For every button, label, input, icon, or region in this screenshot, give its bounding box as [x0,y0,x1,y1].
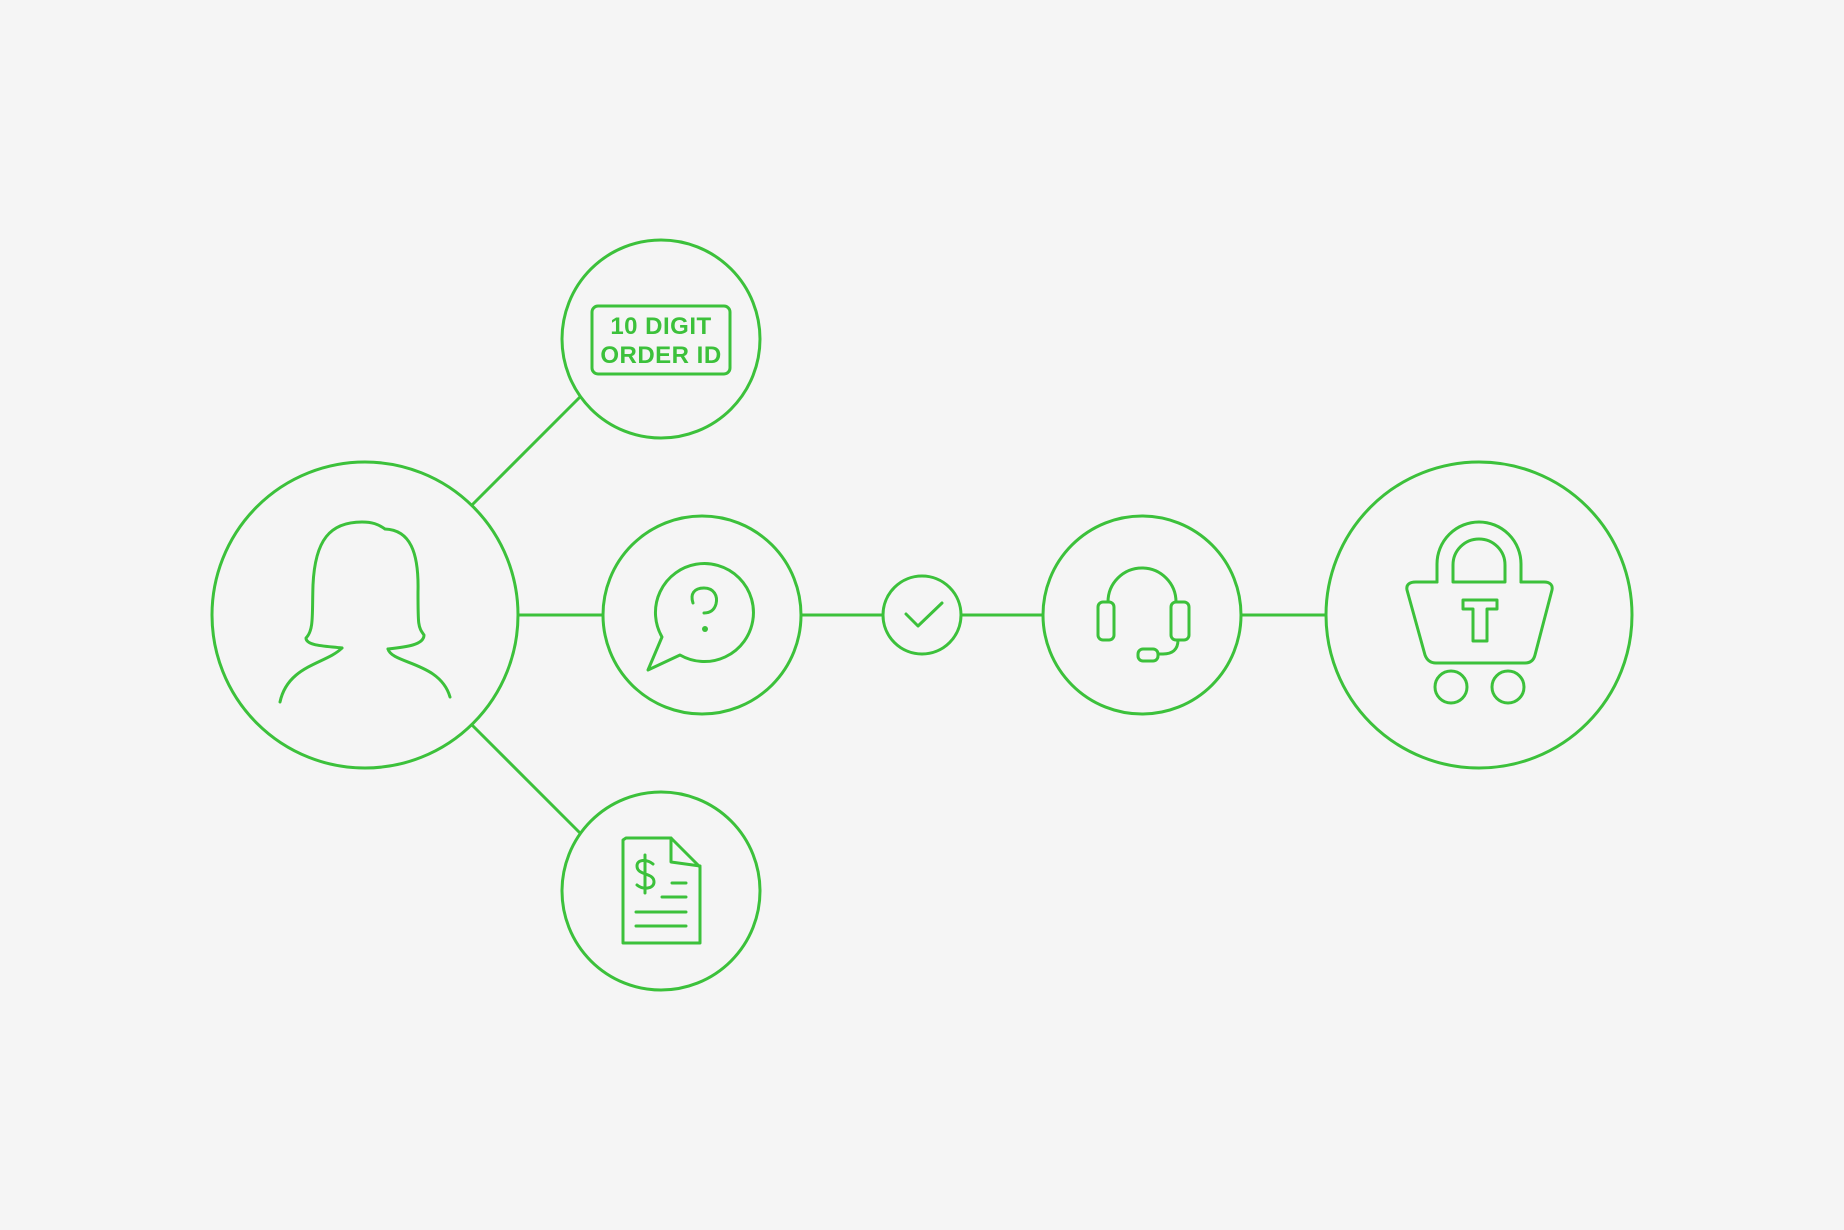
customer-circle [210,460,520,770]
order-id-label-line2: ORDER ID [600,342,721,369]
order-id-circle [560,238,762,440]
shopping-basket-icon [1405,520,1554,705]
connectors [470,395,1328,835]
connector-customer-order-id [470,395,582,507]
headset-icon [1096,566,1191,663]
invoice-circle [560,790,762,992]
verified-node [881,574,963,656]
person-icon [278,520,452,704]
question-circle [601,514,803,716]
support-node [1041,514,1243,716]
question-bubble-icon [646,562,755,672]
invoice-icon [621,836,702,945]
order-id-badge-icon: 10 DIGIT ORDER ID [590,304,732,376]
customer-node [210,460,520,770]
support-circle [1041,514,1243,716]
checkmark-icon [904,601,944,628]
question-node [601,514,803,716]
store-node [1324,460,1634,770]
order-id-node: 10 DIGIT ORDER ID [560,238,762,440]
verified-circle [881,574,963,656]
invoice-node [560,790,762,992]
store-circle [1324,460,1634,770]
connector-customer-invoice [470,723,582,835]
order-id-label-line1: 10 DIGIT [610,313,711,340]
